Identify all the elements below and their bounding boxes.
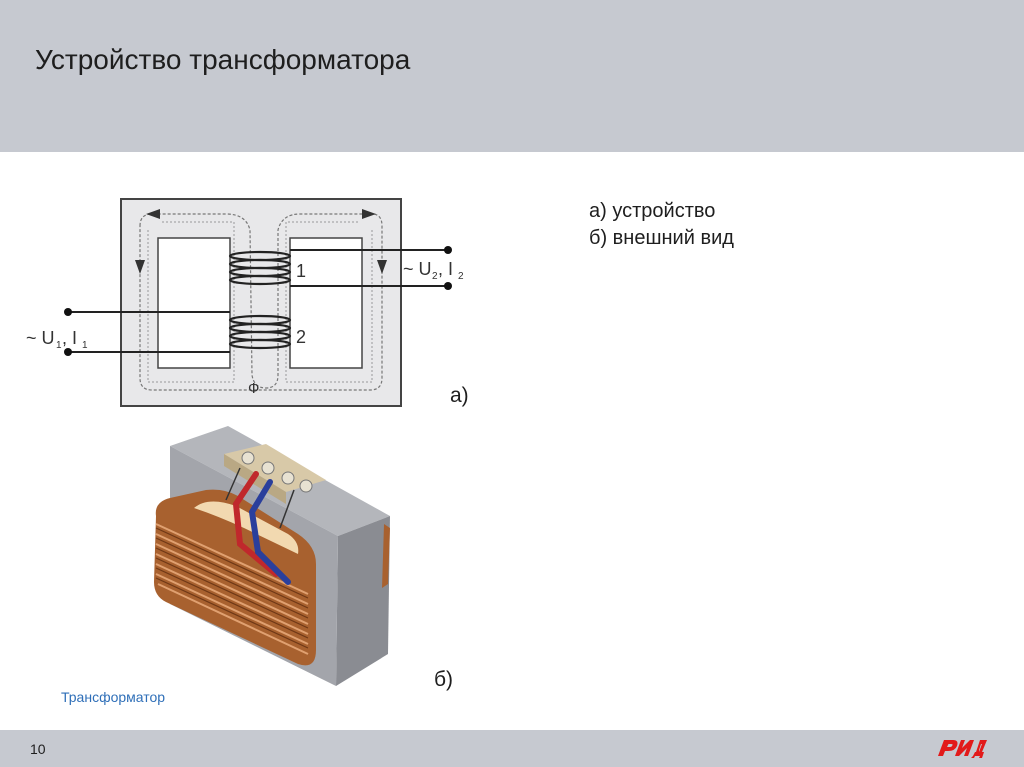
- winding-1-label: 1: [296, 261, 306, 281]
- winding-2: [228, 314, 292, 350]
- winding-1: [228, 250, 292, 286]
- core-window-left: [157, 237, 231, 369]
- svg-text:, I: , I: [62, 328, 77, 348]
- footer-bar: [0, 730, 1024, 767]
- svg-text:2: 2: [432, 271, 438, 282]
- flux-arrow-top-left: [146, 209, 160, 219]
- thin-lead-2: [279, 489, 295, 529]
- primary-terminal-bottom: [64, 348, 72, 356]
- figure-label-b: б): [434, 668, 454, 691]
- flux-arrow-left-down: [135, 260, 145, 274]
- rzd-logo: [938, 740, 987, 758]
- slide-title: Устройство трансформатора: [35, 44, 411, 75]
- secondary-terminal-top: [444, 246, 452, 254]
- red-lead: [232, 471, 279, 577]
- legend-item-b: б) внешний вид: [589, 227, 734, 249]
- flux-label: Ф: [248, 380, 259, 397]
- flux-arrow-top-right: [362, 209, 376, 219]
- winding-2-label: 2: [296, 327, 306, 347]
- flux-path: [139, 213, 383, 391]
- primary-voltage-label: ~ U 1 , I 1: [26, 328, 88, 351]
- secondary-terminal-bottom: [444, 282, 452, 290]
- blue-lead: [248, 479, 291, 585]
- core-window-right: [289, 237, 363, 369]
- coil-right-edge: [382, 524, 390, 588]
- svg-text:, I: , I: [438, 259, 453, 279]
- legend-item-a: а) устройство: [589, 200, 716, 222]
- thin-lead-1: [225, 467, 241, 501]
- legend: а) устройство б) внешний вид: [589, 198, 734, 252]
- svg-text:2: 2: [458, 271, 464, 282]
- flux-arrow-right-down: [377, 260, 387, 274]
- primary-terminal-top: [64, 308, 72, 316]
- flux-path-inner-left: [147, 221, 235, 383]
- secondary-voltage-label: ~ U 2 , I 2: [403, 259, 464, 282]
- figure-label-a: а): [450, 384, 469, 407]
- page-number: 10: [30, 741, 46, 757]
- transformer-schematic: 1 2 Ф ~ U 2 , I 2 ~ U 1 , I 1: [26, 198, 464, 407]
- copper-coil: [154, 489, 316, 666]
- transformer-illustration: [154, 426, 390, 686]
- caption-link[interactable]: Трансформатор: [61, 689, 166, 705]
- header-bar: [0, 0, 1024, 152]
- flux-path-inner-right: [285, 221, 373, 383]
- svg-text:1: 1: [82, 340, 88, 351]
- svg-text:1: 1: [56, 340, 62, 351]
- svg-text:~ U: ~ U: [403, 259, 432, 279]
- svg-text:~ U: ~ U: [26, 328, 55, 348]
- core-right-face: [336, 516, 390, 686]
